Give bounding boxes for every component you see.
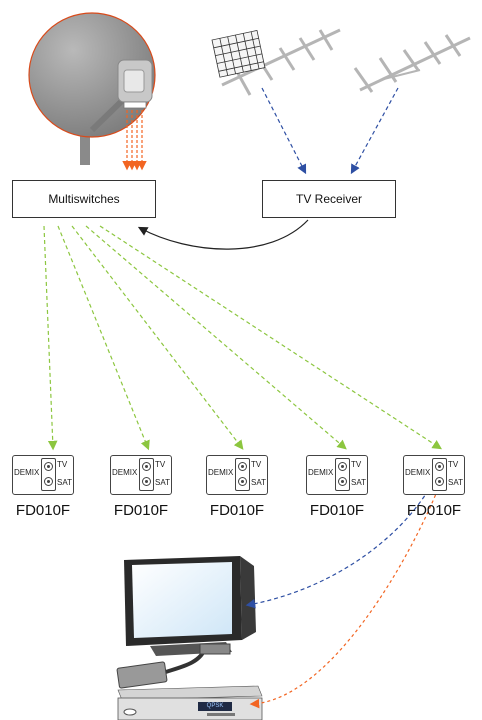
jack-plate [432,458,447,491]
outlet-fd010f-5: DEMIX TV SAT [403,455,465,495]
sat-port-label: SAT [351,478,366,487]
tv-port-label: TV [57,460,68,469]
outlet-name: FD010F [15,502,71,519]
tv-port-label: TV [155,460,166,469]
sat-port-label: SAT [251,478,266,487]
outlet-fd010f-1: DEMIX TV SAT [12,455,74,495]
antenna-icon [353,34,471,93]
sat-jack-icon [238,477,247,486]
jack-plate [335,458,350,491]
outlet-name: FD010F [406,502,462,519]
tv-jack-icon [44,462,53,471]
demix-label: DEMIX [405,468,431,477]
outlet-fd010f-2: DEMIX TV SAT [110,455,172,495]
set-top-box-icon [116,643,263,720]
outlet-name: FD010F [113,502,169,519]
antenna-icon [211,28,341,96]
demix-label: DEMIX [208,468,234,477]
stb-display-text: QPSK [206,703,224,709]
outlet-fd010f-3: DEMIX TV SAT [206,455,268,495]
tv-receiver-box: TV Receiver [262,180,396,218]
sat-jack-icon [338,477,347,486]
tv-receiver-label: TV Receiver [295,192,363,206]
sat-port-label: SAT [448,478,463,487]
receiver-to-multiswitch-arrow [137,219,309,250]
tv-jack-icon [142,462,151,471]
sat-jack-icon [44,477,53,486]
jack-plate [139,458,154,491]
sat-jack-icon [142,477,151,486]
tv-jack-icon [435,462,444,471]
distribution-lines [43,225,443,451]
tv-jack-icon [238,462,247,471]
demix-label: DEMIX [112,468,138,477]
sat-port-label: SAT [57,478,72,487]
jack-plate [41,458,56,491]
outlet-fd010f-4: DEMIX TV SAT [306,455,368,495]
sat-jack-icon [435,477,444,486]
outlet-to-tv-line [245,483,433,609]
multiswitch-box: Multiswitches [12,180,156,218]
multiswitch-label: Multiswitches [48,192,120,206]
satellite-dish-icon [28,12,156,171]
sat-port-label: SAT [155,478,170,487]
outlet-name: FD010F [309,502,365,519]
outlet-to-stb-line [249,483,441,709]
tv-port-label: TV [351,460,362,469]
jack-plate [235,458,250,491]
tv-port-label: TV [448,460,459,469]
outlet-name: FD010F [209,502,265,519]
antenna-signal-lines [261,87,399,175]
tv-port-label: TV [251,460,262,469]
demix-label: DEMIX [308,468,334,477]
demix-label: DEMIX [14,468,40,477]
television-icon [124,556,256,656]
tv-jack-icon [338,462,347,471]
